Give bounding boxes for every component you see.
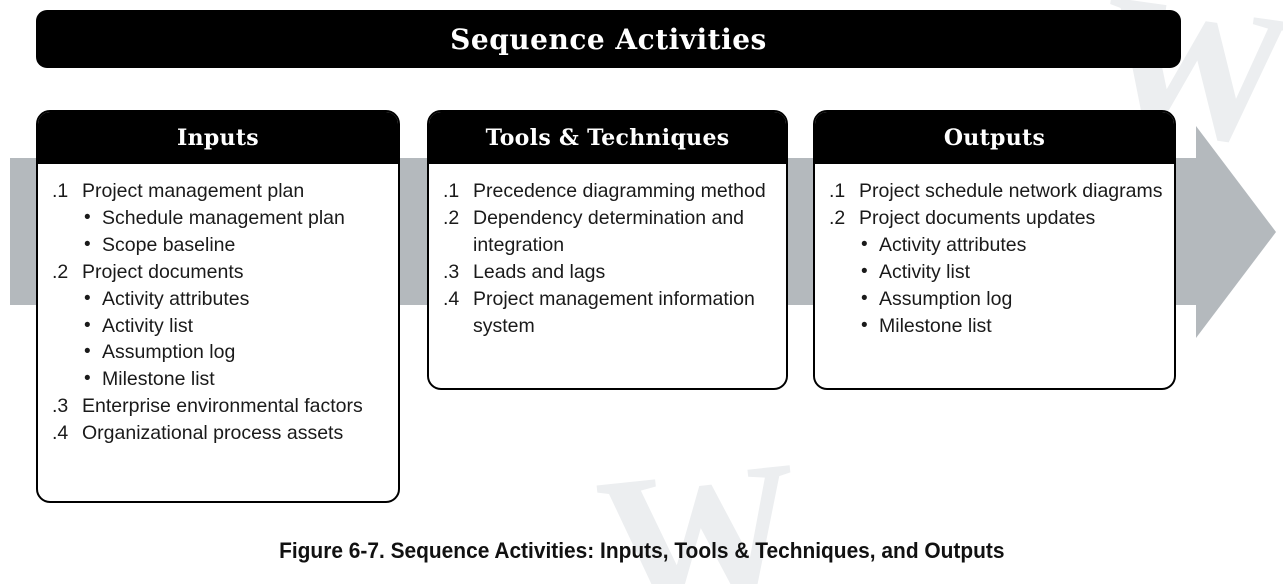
itto-body-inputs: .1 Project management plan • Schedule ma…: [38, 164, 398, 459]
arrow-head-right: [1196, 126, 1276, 338]
item-text: Project schedule network diagrams: [859, 180, 1163, 202]
item-text: Dependency determination and integration: [473, 206, 745, 256]
sub-list-item: • Assumption log: [829, 286, 1164, 313]
sub-item-text: Scope baseline: [102, 233, 236, 256]
sub-list-item: • Milestone list: [52, 366, 388, 393]
bullet-icon: •: [861, 233, 868, 255]
item-number: .4: [52, 422, 69, 445]
item-text: Project documents updates: [859, 206, 1096, 229]
arrow-segment-mid-1: [396, 158, 428, 305]
itto-heading-label: Inputs: [176, 125, 259, 151]
itto-header-tools-techniques: Tools & Techniques: [429, 112, 786, 164]
bullet-icon: •: [861, 314, 868, 336]
itto-heading-label: Tools & Techniques: [485, 125, 730, 151]
list-item: .4 Project management information system: [443, 286, 776, 340]
itto-box-inputs: Inputs .1 Project management plan • Sche…: [36, 110, 400, 503]
item-text: Project management information system: [473, 287, 755, 337]
sub-item-text: Activity list: [879, 260, 971, 283]
bullet-icon: •: [84, 314, 91, 336]
bullet-icon: •: [84, 287, 91, 309]
bullet-icon: •: [84, 206, 91, 228]
item-number: .1: [443, 180, 460, 202]
sub-list-item: • Activity list: [52, 313, 388, 340]
list-item: .1 Precedence diagramming method: [443, 178, 776, 205]
item-number: .2: [829, 206, 846, 229]
itto-body-tools-techniques: .1 Precedence diagramming method .2 Depe…: [429, 164, 786, 351]
sub-list-item: • Activity attributes: [52, 286, 388, 313]
item-number: .3: [443, 260, 460, 283]
sub-item-text: Activity list: [102, 314, 194, 337]
sub-list-item: • Schedule management plan: [52, 205, 388, 232]
list-item: .3 Enterprise environmental factors: [52, 393, 388, 420]
item-text: Leads and lags: [473, 260, 606, 283]
list-item: .2 Dependency determination and integrat…: [443, 205, 776, 259]
item-text: Project management plan: [82, 180, 305, 202]
item-number: .2: [443, 206, 460, 229]
sub-item-text: Activity attributes: [879, 233, 1027, 256]
figure-title-bar: Sequence Activities: [36, 10, 1181, 68]
list-item: .4 Organizational process assets: [52, 420, 388, 447]
bullet-icon: •: [861, 260, 868, 282]
itto-box-outputs: Outputs .1 Project schedule network diag…: [813, 110, 1176, 390]
sub-list-item: • Scope baseline: [52, 232, 388, 259]
itto-body-outputs: .1 Project schedule network diagrams .2 …: [815, 164, 1174, 351]
arrow-segment-mid-2: [783, 158, 815, 305]
itto-box-tools-techniques: Tools & Techniques .1 Precedence diagram…: [427, 110, 788, 390]
itto-heading-label: Outputs: [943, 125, 1046, 151]
item-text: Project documents: [82, 260, 244, 283]
itto-header-inputs: Inputs: [38, 112, 398, 164]
item-number: .2: [52, 260, 69, 283]
list-item: .2 Project documents: [52, 259, 388, 286]
sub-item-text: Assumption log: [879, 287, 1013, 310]
sub-item-text: Schedule management plan: [102, 206, 345, 229]
list-item: .1 Project schedule network diagrams: [829, 178, 1164, 205]
item-text: Precedence diagramming method: [473, 180, 766, 202]
sub-list-item: • Activity attributes: [829, 232, 1164, 259]
sub-item-text: Milestone list: [879, 314, 992, 337]
item-number: .1: [52, 180, 69, 202]
sub-list-item: • Activity list: [829, 259, 1164, 286]
bullet-icon: •: [84, 368, 91, 390]
sub-list-item: • Assumption log: [52, 339, 388, 366]
bullet-icon: •: [861, 287, 868, 309]
list-item: .1 Project management plan: [52, 178, 388, 205]
sub-item-text: Milestone list: [102, 368, 215, 391]
figure-caption: Figure 6-7. Sequence Activities: Inputs,…: [0, 538, 1283, 564]
bullet-icon: •: [84, 341, 91, 363]
figure-caption-text: Figure 6-7. Sequence Activities: Inputs,…: [278, 538, 1005, 563]
sub-item-text: Activity attributes: [102, 287, 250, 310]
figure-title: Sequence Activities: [450, 22, 767, 56]
item-number: .4: [443, 287, 460, 310]
item-number: .1: [829, 180, 846, 202]
item-text: Enterprise environmental factors: [82, 395, 363, 418]
list-item: .3 Leads and lags: [443, 259, 776, 286]
bullet-icon: •: [84, 233, 91, 255]
sub-item-text: Assumption log: [102, 341, 236, 364]
list-item: .2 Project documents updates: [829, 205, 1164, 232]
item-number: .3: [52, 395, 69, 418]
itto-header-outputs: Outputs: [815, 112, 1174, 164]
sub-list-item: • Milestone list: [829, 313, 1164, 340]
item-text: Organizational process assets: [82, 422, 344, 445]
